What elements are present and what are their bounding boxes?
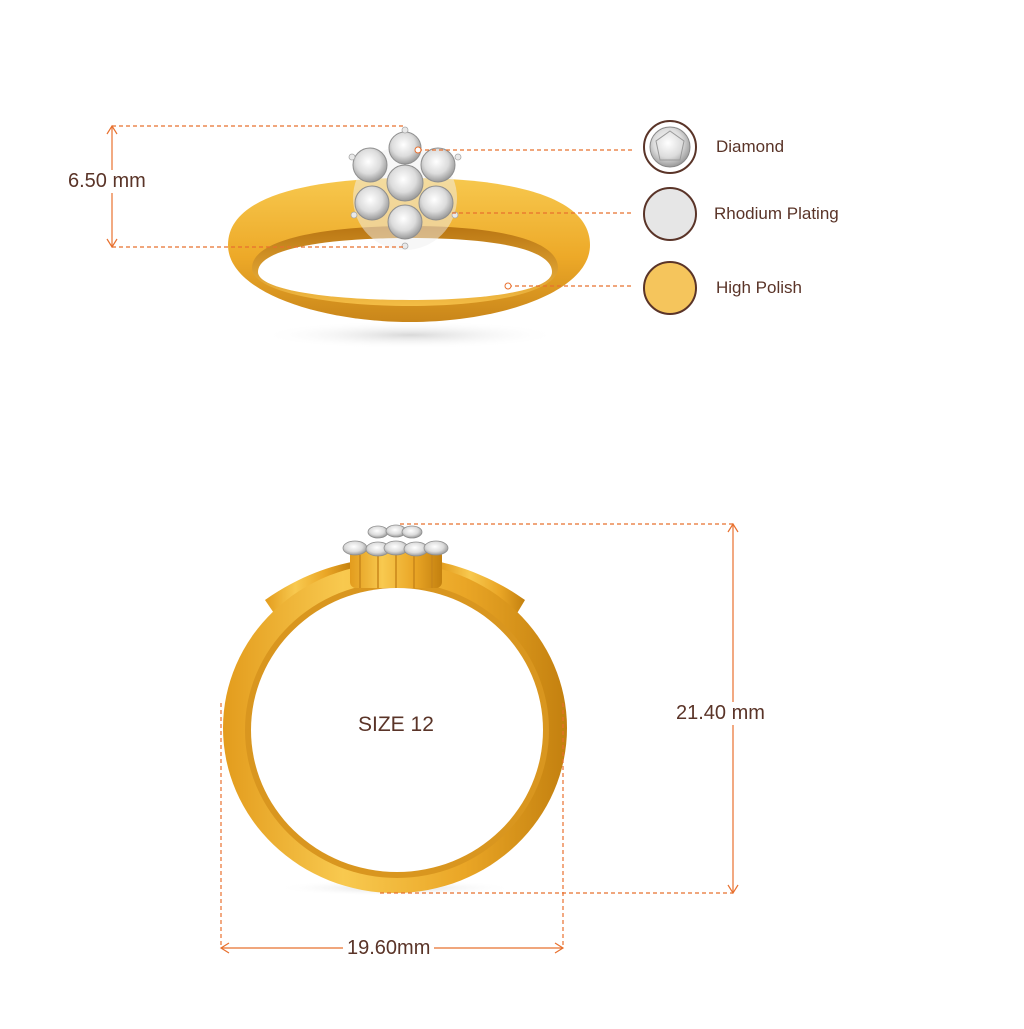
diamond-crown xyxy=(342,524,449,588)
diamond-stone xyxy=(386,164,424,202)
ring-size-label: SIZE 12 xyxy=(358,713,434,736)
ring-band-hole xyxy=(258,238,552,300)
diamond-stone xyxy=(387,204,423,240)
diamond-stone xyxy=(352,147,388,183)
ring-top-view xyxy=(228,126,590,349)
ring-shadow xyxy=(260,321,560,349)
legend-rhodium-label: Rhodium Plating xyxy=(714,204,839,223)
ring-front-view xyxy=(223,524,567,896)
front-height-label: 21.40 mm xyxy=(672,702,769,725)
diamond-stone xyxy=(420,147,456,183)
front-dimension-lines xyxy=(220,523,733,948)
diamond-flower-cluster xyxy=(348,126,462,250)
gold-swatch-icon xyxy=(643,261,697,315)
legend-polish-label: High Polish xyxy=(716,278,802,297)
top-height-label: 6.50 mm xyxy=(64,170,150,193)
ring-finger-hole xyxy=(251,588,543,872)
legend-swatches xyxy=(643,120,697,315)
front-width-label: 19.60mm xyxy=(343,937,435,960)
rhodium-swatch-icon xyxy=(643,187,697,241)
legend-diamond-label: Diamond xyxy=(716,137,785,156)
top-dimension-lines xyxy=(112,125,632,287)
diamond-stone xyxy=(418,185,454,221)
diamond-stone xyxy=(354,185,390,221)
